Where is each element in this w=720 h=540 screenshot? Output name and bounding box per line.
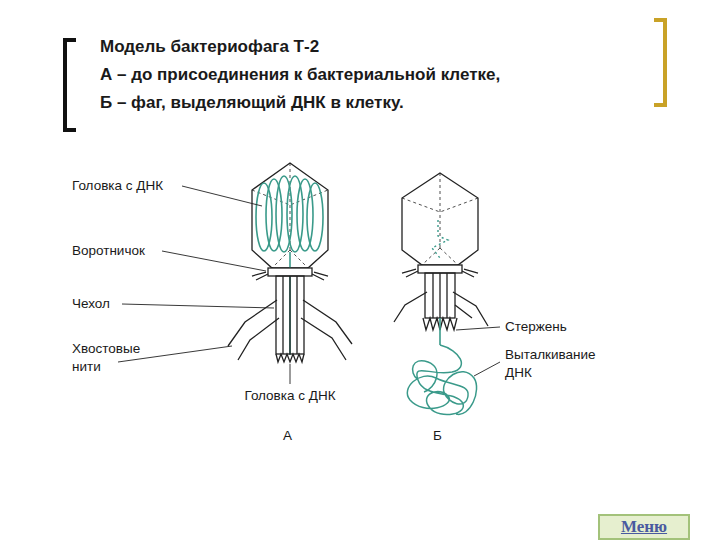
part-label: Стержень: [505, 318, 567, 336]
subtitle-line: Б – фаг, выделяющий ДНК в клетку.: [100, 92, 404, 115]
figure-letter: Б: [433, 427, 442, 445]
part-label: Головка с ДНК: [72, 177, 163, 195]
part-label: Выталкивание ДНК: [505, 346, 615, 382]
right-bracket: [654, 20, 665, 105]
button-text: Меню: [621, 517, 667, 537]
subtitle-line: А – до присоединения к бактериальной кле…: [100, 64, 500, 87]
phage-a: [228, 163, 352, 362]
part-label: Чехол: [72, 295, 110, 313]
left-bracket: [65, 40, 76, 130]
slide-title: Модель бактериофага Т-2: [100, 37, 319, 57]
phage-b: [394, 173, 488, 415]
figure-letter: А: [283, 427, 292, 445]
part-label: Воротничок: [72, 242, 145, 260]
menu-button: Меню: [598, 514, 690, 540]
dna-tangle: [407, 345, 476, 415]
part-label: Головка с ДНК: [230, 387, 350, 405]
leader-lines: [118, 186, 500, 384]
part-label: Хвостовые нити: [72, 340, 172, 376]
